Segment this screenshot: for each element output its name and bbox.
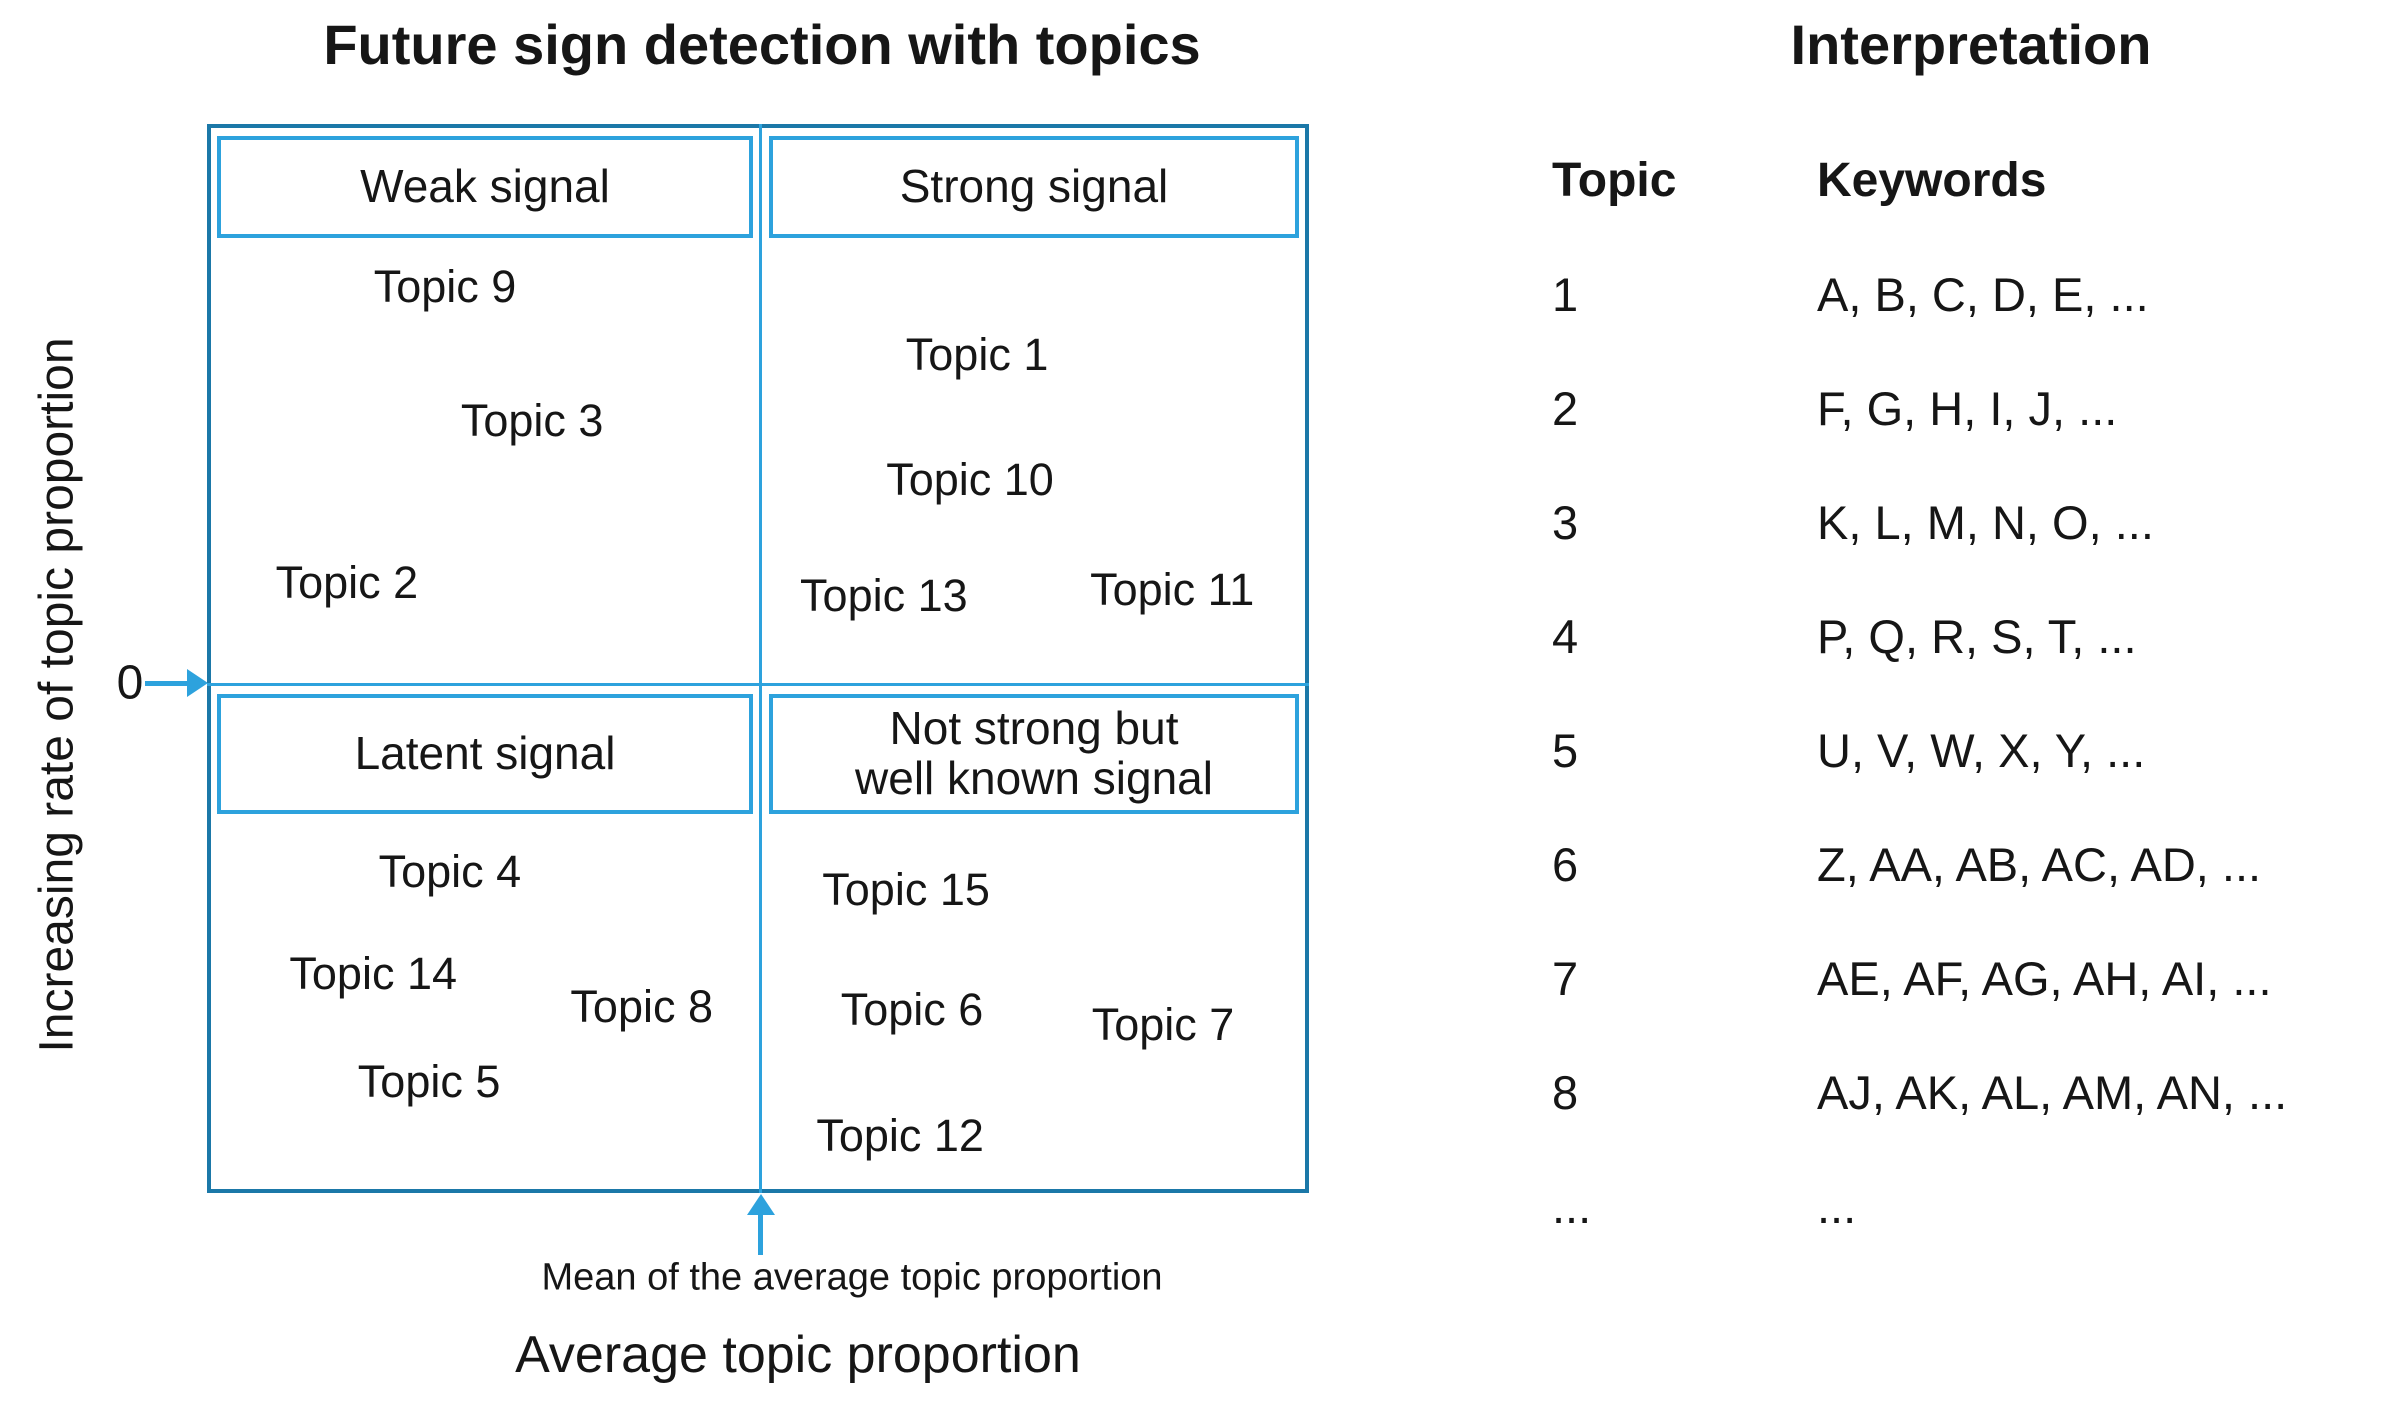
right-arrow-icon: [187, 669, 208, 697]
interpretation-title: Interpretation: [1790, 13, 2152, 76]
table-cell-topic-number: 1: [1552, 267, 1579, 321]
topic-label: Topic 8: [570, 980, 714, 1032]
topic-label: Topic 11: [1090, 564, 1255, 616]
topic-label: Topic 13: [800, 570, 968, 622]
table-cell-keywords: U, V, W, X, Y, ...: [1817, 723, 2146, 777]
topic-label: Topic 6: [840, 983, 984, 1035]
mean-arrow-shaft: [758, 1212, 763, 1255]
y-axis-label: Increasing rate of topic proportion: [30, 337, 84, 1053]
topic-label: Topic 5: [357, 1055, 501, 1107]
signal-label-text: Latent signal: [354, 727, 616, 780]
table-cell-topic-number: 5: [1552, 723, 1579, 777]
signal-label-box-latent: Latent signal: [217, 694, 753, 814]
up-arrow-icon: [747, 1194, 775, 1215]
table-cell-topic-number: 3: [1552, 495, 1579, 549]
origin-zero-label: 0: [116, 656, 144, 710]
signal-label-box-strong: Strong signal: [769, 136, 1299, 238]
x-axis-label: Average topic proportion: [515, 1326, 1081, 1384]
interpretation-table: Topic Keywords 1 A, B, C, D, E, ... 2 F, G,…: [1552, 123, 2352, 1263]
table-cell-keywords: ...: [1817, 1179, 1857, 1233]
signal-label-text: Not strong but: [889, 702, 1179, 755]
zero-arrow-shaft: [145, 681, 189, 686]
topic-label: Topic 3: [460, 395, 604, 447]
topic-label: Topic 4: [378, 846, 522, 898]
table-cell-keywords: K, L, M, N, O, ...: [1817, 495, 2154, 549]
table-cell-keywords: P, Q, R, S, T, ...: [1817, 609, 2137, 663]
horizontal-divider-line: [207, 683, 1309, 686]
quadrant-plot-frame: [207, 124, 1309, 1193]
column-header-keywords: Keywords: [1817, 153, 2047, 207]
table-cell-topic-number: 2: [1552, 381, 1579, 435]
mean-annotation: Mean of the average topic proportion: [541, 1256, 1163, 1299]
table-cell-topic-number: 7: [1552, 951, 1579, 1005]
topic-label: Topic 10: [886, 453, 1054, 505]
table-cell-keywords: AJ, AK, AL, AM, AN, ...: [1817, 1065, 2288, 1119]
signal-label-text: well known signal: [855, 752, 1213, 804]
vertical-divider-line: [759, 124, 762, 1193]
table-cell-keywords: F, G, H, I, J, ...: [1817, 381, 2118, 435]
table-cell-keywords: Z, AA, AB, AC, AD, ...: [1817, 837, 2262, 891]
table-cell-keywords: A, B, C, D, E, ...: [1817, 267, 2149, 321]
table-cell-topic-number: 4: [1552, 609, 1579, 663]
topic-label: Topic 14: [289, 948, 458, 1000]
table-cell-topic-number: ...: [1552, 1179, 1592, 1233]
signal-label-box-weak: Weak signal: [217, 136, 753, 238]
column-header-topic: Topic: [1552, 153, 1677, 207]
diagram-title: Future sign detection with topics: [323, 13, 1201, 76]
topic-label: Topic 15: [822, 864, 990, 916]
topic-label: Topic 12: [816, 1110, 984, 1162]
table-cell-topic-number: 8: [1552, 1065, 1579, 1119]
table-cell-keywords: AE, AF, AG, AH, AI, ...: [1817, 951, 2272, 1005]
topic-label: Topic 1: [905, 329, 1049, 381]
topic-label: Topic 2: [275, 556, 419, 608]
topic-label: Topic 9: [373, 260, 517, 312]
signal-label-text: Strong signal: [899, 160, 1169, 213]
signal-label-text: Weak signal: [360, 160, 610, 213]
topic-label: Topic 7: [1091, 999, 1235, 1051]
table-cell-topic-number: 6: [1552, 837, 1579, 891]
